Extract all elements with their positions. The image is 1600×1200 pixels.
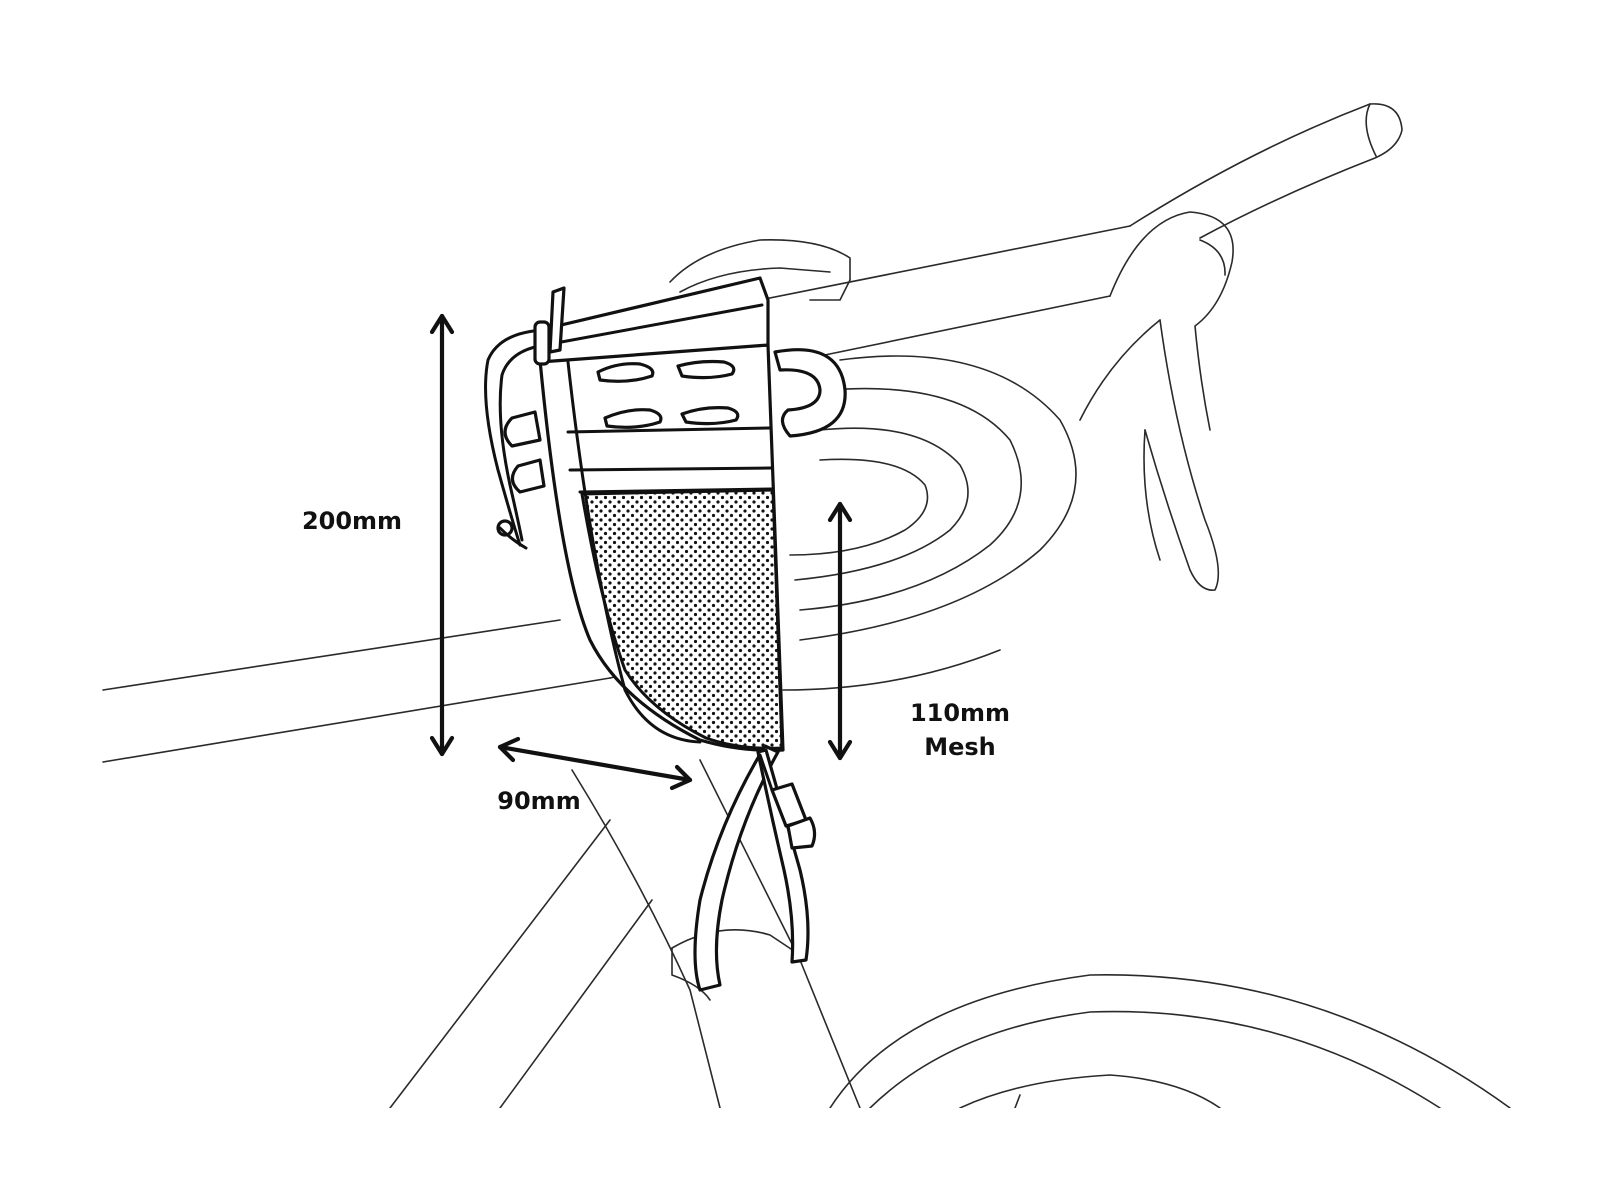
height-arrow xyxy=(429,313,455,757)
height-label: 200mm xyxy=(301,507,403,535)
depth-arrow xyxy=(497,736,693,791)
stem-bag xyxy=(484,276,847,992)
handlebar xyxy=(669,103,1403,691)
mesh-height-arrow xyxy=(827,501,853,761)
mesh-label: Mesh xyxy=(924,733,996,761)
mesh-height-label: 110mm xyxy=(909,699,1011,727)
depth-label: 90mm xyxy=(497,787,581,815)
bike-frame xyxy=(102,619,1511,1108)
